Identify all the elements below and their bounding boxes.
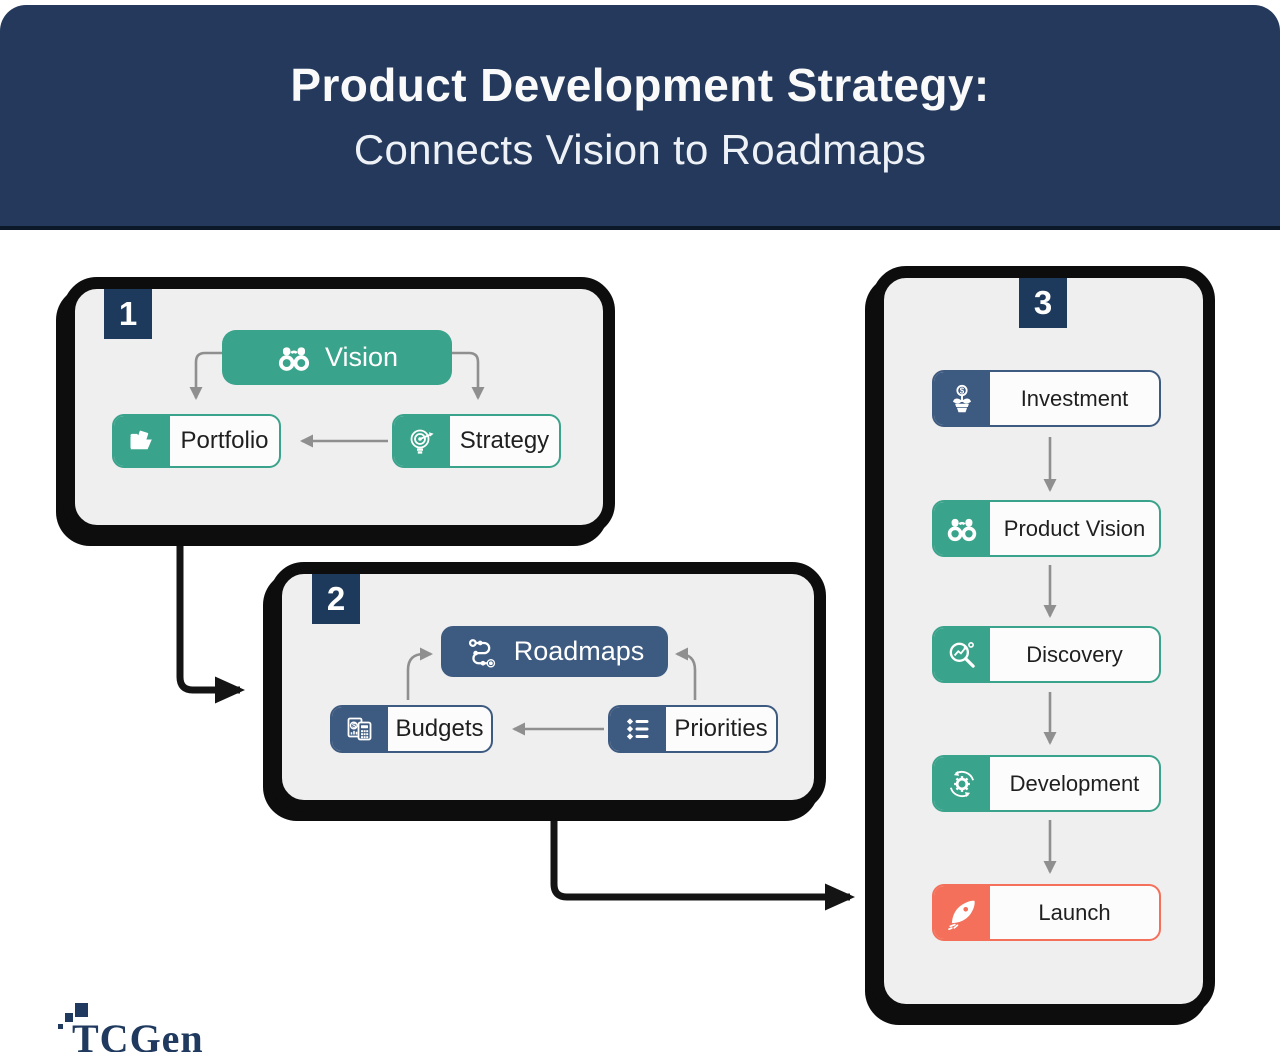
product-vision-icon-cell: [934, 502, 990, 555]
invoice-calculator-icon: $: [347, 717, 372, 741]
panel-3-number-badge: 3: [1019, 278, 1067, 328]
strategy-icon-cell: [394, 416, 450, 466]
svg-text:$: $: [960, 386, 965, 395]
budgets-node: $ Budgets: [330, 705, 493, 753]
header-banner: Product Development Strategy: Connects V…: [0, 5, 1280, 230]
discovery-step: Discovery: [932, 626, 1161, 683]
discovery-label: Discovery: [1026, 641, 1123, 667]
priorities-node: Priorities: [608, 705, 778, 753]
launch-icon-cell: [934, 886, 990, 939]
budgets-icon-cell: $: [332, 707, 388, 751]
investment-step: $ Investment: [932, 370, 1161, 427]
winding-path-icon: [468, 638, 495, 668]
vision-node: Vision: [222, 330, 452, 385]
portfolio-node: Portfolio: [112, 414, 281, 468]
open-folder-icon: [130, 430, 152, 450]
budgets-label: Budgets: [395, 715, 484, 742]
product-vision-label: Product Vision: [1003, 515, 1146, 541]
launch-label: Launch: [1038, 899, 1111, 925]
panel-2-number-badge: 2: [312, 574, 360, 624]
portfolio-icon-cell: [114, 416, 170, 466]
product-vision-step: Product Vision: [932, 500, 1161, 557]
svg-text:$: $: [352, 721, 357, 730]
investment-icon-cell: $: [934, 372, 990, 425]
connector-panel2-to-panel3: [550, 821, 855, 911]
title-line-2: Connects Vision to Roadmaps: [353, 125, 927, 173]
roadmaps-node: Roadmaps: [441, 626, 668, 677]
gear-cycle-icon: [949, 770, 975, 797]
priorities-icon-cell: [610, 707, 666, 751]
development-icon-cell: [934, 757, 990, 810]
binoculars-icon: [947, 518, 977, 541]
discovery-icon-cell: [934, 628, 990, 681]
panel-1-vision-cycle: 1 Vision: [63, 277, 615, 537]
development-step: Development: [932, 755, 1161, 812]
portfolio-label: Portfolio: [180, 427, 269, 454]
strategy-label: Strategy: [459, 427, 550, 454]
rocket-icon: [948, 900, 975, 930]
logo-wordmark: TCGen: [72, 1016, 204, 1052]
logo-square-large: [75, 1003, 88, 1017]
panel-1-number-badge: 1: [104, 289, 152, 339]
tcgen-logo: TCGen: [55, 985, 235, 1052]
launch-step: Launch: [932, 884, 1161, 941]
priorities-label: Priorities: [674, 715, 768, 742]
binoculars-icon: [278, 346, 310, 371]
bullet-list-icon: [626, 718, 649, 740]
logo-square-medium: [65, 1013, 73, 1022]
title-line-1: Product Development Strategy:: [290, 58, 990, 111]
target-bulb-icon: [410, 429, 434, 454]
roadmaps-label: Roadmaps: [513, 636, 645, 666]
development-label: Development: [1009, 770, 1140, 796]
connector-panel1-to-panel2: [176, 546, 245, 704]
panel-3-flow: 3 $ Investment: [872, 266, 1215, 1016]
logo-square-small: [58, 1024, 63, 1029]
investment-label: Investment: [1020, 385, 1129, 411]
magnifier-chart-icon: [949, 641, 975, 668]
strategy-node: Strategy: [392, 414, 561, 468]
money-plant-icon: $: [952, 384, 972, 412]
vision-label: Vision: [324, 342, 399, 372]
panel-2-roadmaps-cycle: 2 Roadmaps $: [270, 562, 826, 812]
